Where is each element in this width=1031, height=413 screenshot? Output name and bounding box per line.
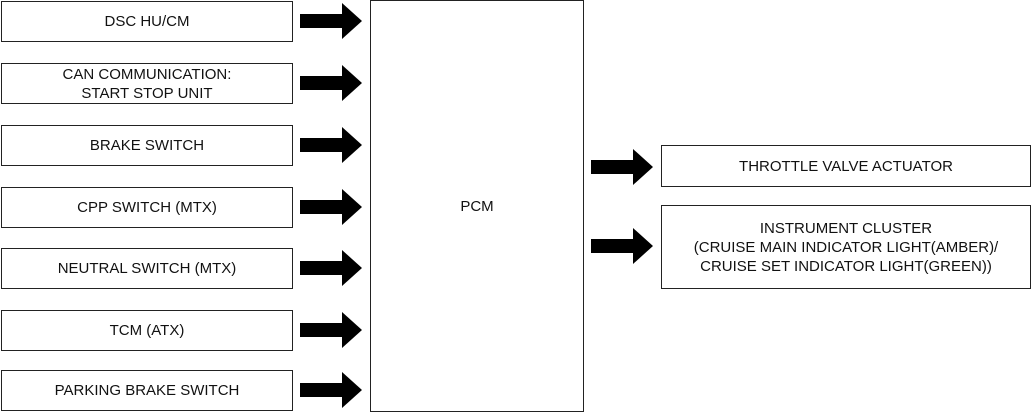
input-box-neutral-switch: NEUTRAL SWITCH (MTX) <box>1 248 293 289</box>
input-box-parking-brake-switch: PARKING BRAKE SWITCH <box>1 370 293 411</box>
input-box-can-communication: CAN COMMUNICATION: START STOP UNIT <box>1 63 293 104</box>
input-box-cpp-switch: CPP SWITCH (MTX) <box>1 187 293 228</box>
input-box-dsc-hu-cm: DSC HU/CM <box>1 1 293 42</box>
arrow-right-icon <box>300 250 362 286</box>
arrow-right-icon <box>591 228 653 264</box>
arrow-right-icon <box>300 312 362 348</box>
arrow-right-icon <box>591 149 653 185</box>
arrow-right-icon <box>300 189 362 225</box>
output-box-instrument-cluster: INSTRUMENT CLUSTER (CRUISE MAIN INDICATO… <box>661 205 1031 289</box>
arrow-right-icon <box>300 372 362 408</box>
arrow-right-icon <box>300 3 362 39</box>
arrow-right-icon <box>300 127 362 163</box>
output-box-throttle-valve-actuator: THROTTLE VALVE ACTUATOR <box>661 145 1031 187</box>
arrow-right-icon <box>300 65 362 101</box>
input-box-brake-switch: BRAKE SWITCH <box>1 125 293 166</box>
pcm-box: PCM <box>370 0 584 412</box>
input-box-tcm: TCM (ATX) <box>1 310 293 351</box>
